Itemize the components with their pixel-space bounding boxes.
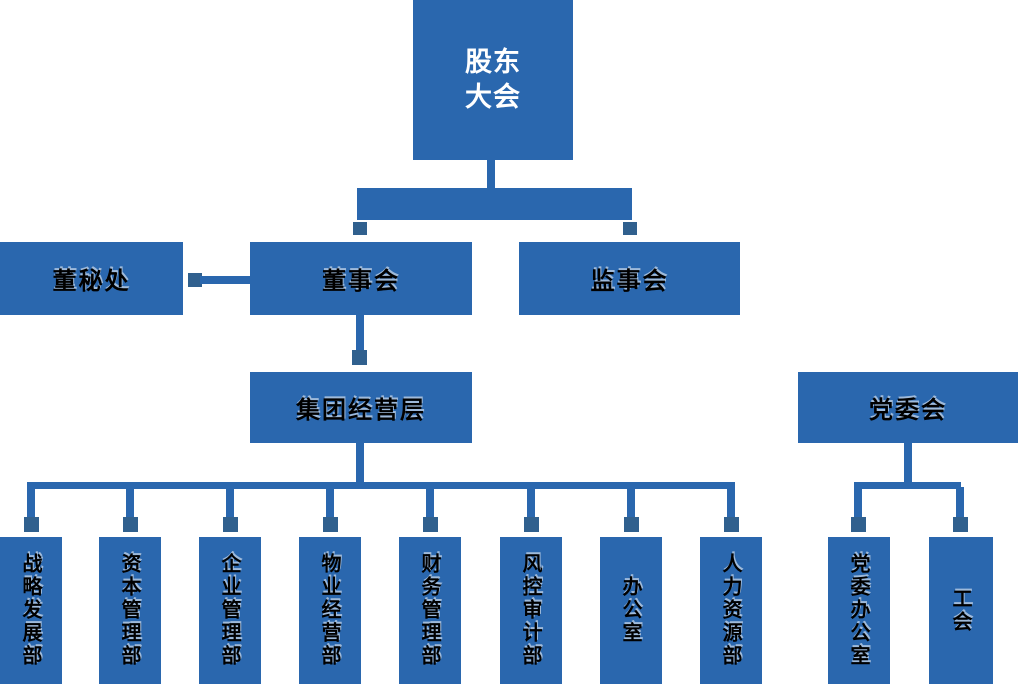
connector-stub <box>426 487 434 517</box>
connector-square-management <box>352 350 367 365</box>
node-dept-office: 办公室 <box>600 537 662 684</box>
connector-stub <box>226 487 234 517</box>
node-dept-enterprise-management: 企业管理部 <box>199 537 261 684</box>
connector-square-dept <box>724 517 739 532</box>
connector-root-bar <box>357 188 632 220</box>
node-board-of-directors: 董事会 <box>250 242 472 315</box>
connector-square-supervisory <box>623 222 637 235</box>
connector-square-dept <box>624 517 639 532</box>
node-label: 党委办公室 <box>847 553 871 668</box>
node-dept-property-operations: 物业经营部 <box>299 537 361 684</box>
connector-party-rail <box>854 482 961 489</box>
node-dept-labor-union: 工会 <box>929 537 993 684</box>
connector-square-dept <box>851 517 866 532</box>
connector-stub <box>854 487 862 517</box>
connector-stub <box>727 487 735 517</box>
node-label: 企业管理部 <box>218 553 242 668</box>
node-label: 股东大会 <box>465 46 521 113</box>
connector-board-down <box>356 315 364 350</box>
node-party-committee: 党委会 <box>798 372 1018 443</box>
node-dept-financial-management: 财务管理部 <box>399 537 461 684</box>
connector-square-dept <box>423 517 438 532</box>
connector-stub <box>527 487 535 517</box>
connector-stub <box>326 487 334 517</box>
node-label: 董事会 <box>322 267 400 295</box>
connector-stub <box>956 487 964 517</box>
node-supervisory-board: 监事会 <box>519 242 740 315</box>
node-dept-party-office: 党委办公室 <box>828 537 890 684</box>
connector-square-dept <box>24 517 39 532</box>
node-label: 财务管理部 <box>418 553 442 668</box>
node-board-secretary-office: 董秘处 <box>0 242 183 315</box>
connector-stub <box>627 487 635 517</box>
connector-stub <box>27 487 35 517</box>
node-dept-strategic-development: 战略发展部 <box>0 537 62 684</box>
node-label: 工会 <box>949 587 973 634</box>
connector-square-dept <box>223 517 238 532</box>
node-label: 物业经营部 <box>318 553 342 668</box>
connector-square-board <box>353 222 367 235</box>
node-label: 监事会 <box>590 267 669 295</box>
node-label: 集团经营层 <box>296 396 426 424</box>
connector-secretary-board <box>200 276 252 284</box>
connector-square-dept <box>123 517 138 532</box>
connector-management-down <box>356 443 364 485</box>
connector-square-secretary <box>188 273 202 287</box>
connector-departments-rail <box>27 482 735 489</box>
connector-stub <box>126 487 134 517</box>
node-label: 战略发展部 <box>19 553 43 668</box>
connector-root-down <box>487 160 495 190</box>
node-shareholders-meeting: 股东大会 <box>413 0 573 160</box>
connector-square-dept <box>524 517 539 532</box>
node-label: 风控审计部 <box>519 553 543 668</box>
node-label: 办公室 <box>619 576 643 645</box>
node-dept-risk-audit: 风控审计部 <box>500 537 562 684</box>
node-label: 董秘处 <box>52 267 131 295</box>
node-label: 人力资源部 <box>719 553 743 668</box>
node-label: 党委会 <box>869 396 947 424</box>
node-dept-capital-management: 资本管理部 <box>99 537 161 684</box>
node-label: 资本管理部 <box>118 553 142 668</box>
connector-party-down <box>904 443 912 485</box>
connector-square-dept <box>953 517 968 532</box>
node-group-management: 集团经营层 <box>250 372 472 443</box>
node-dept-human-resources: 人力资源部 <box>700 537 762 684</box>
connector-square-dept <box>323 517 338 532</box>
